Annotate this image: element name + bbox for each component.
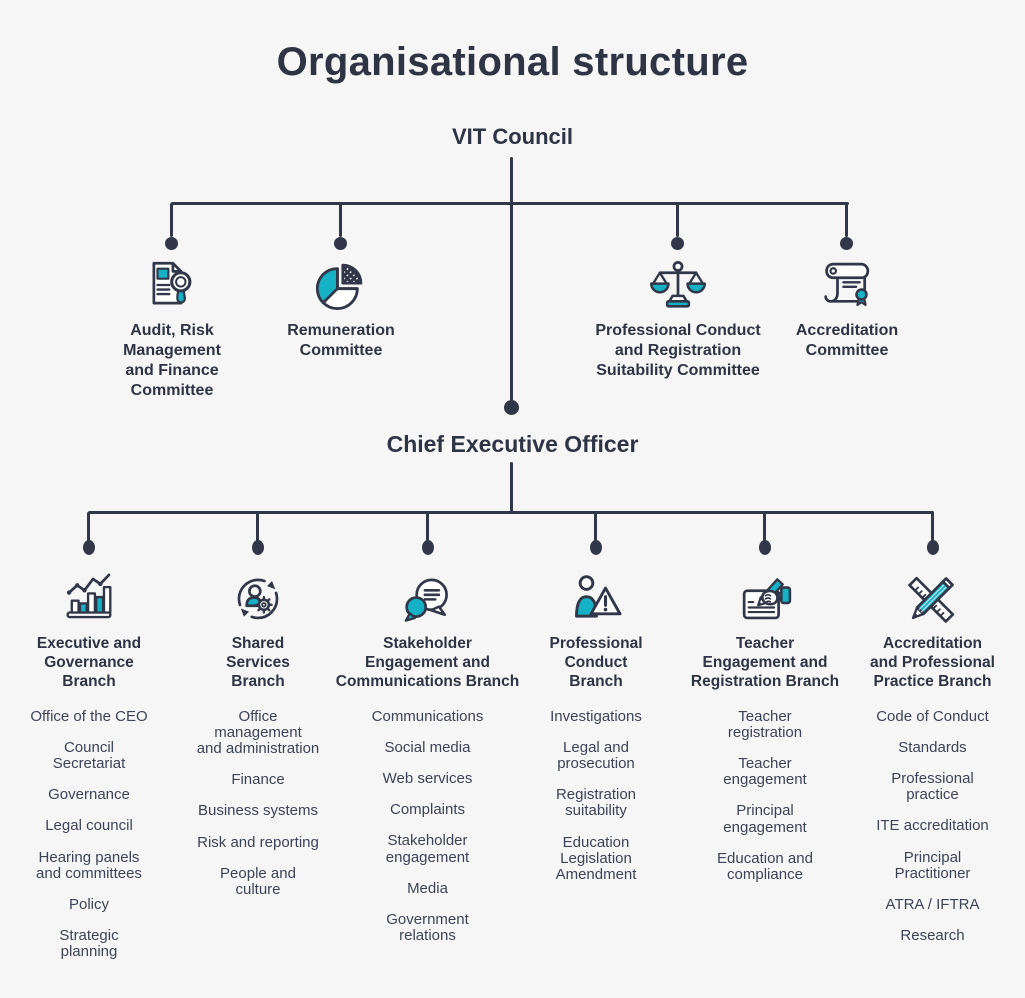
connector-dot bbox=[590, 540, 602, 555]
committee-label: Audit, Risk Management and Finance Commi… bbox=[123, 322, 221, 399]
branch-item: People and culture bbox=[220, 864, 296, 899]
connector-branch-rail bbox=[88, 511, 934, 514]
branch-item: ITE accreditation bbox=[876, 817, 989, 835]
branch-item: Policy bbox=[68, 896, 109, 914]
branch-item: Social media bbox=[384, 738, 471, 756]
branch-items: Office management and administration Fin… bbox=[178, 707, 338, 899]
connector-dot bbox=[759, 540, 771, 555]
branch-card: Executive and Governance Branch Office o… bbox=[4, 569, 174, 961]
committee-card: Professional Conduct and Registration Su… bbox=[578, 256, 778, 381]
branch-item: Finance bbox=[231, 771, 285, 789]
branch-item: Code of Conduct bbox=[876, 707, 989, 725]
branch-item: Education and compliance bbox=[717, 849, 813, 884]
branch-item: Hearing panels and committees bbox=[36, 848, 142, 882]
connector-vit-stem bbox=[510, 157, 513, 203]
connector-drop bbox=[594, 512, 597, 542]
branch-item: Web services bbox=[382, 770, 473, 788]
branch-item: Risk and reporting bbox=[197, 833, 319, 851]
connector-dot bbox=[165, 237, 178, 250]
branch-item: Governance bbox=[48, 786, 130, 804]
branch-items: Communications Social media Web services… bbox=[330, 707, 525, 945]
connector-dot bbox=[840, 237, 853, 250]
branch-item: Research bbox=[900, 927, 965, 945]
branch-title: Stakeholder Engagement and Communication… bbox=[335, 635, 520, 690]
committee-label: Remuneration Committee bbox=[287, 322, 395, 359]
connector-ceo-dot bbox=[504, 400, 519, 415]
branch-item: Communications bbox=[371, 707, 484, 725]
connector-drop bbox=[845, 203, 848, 237]
connector-dot bbox=[252, 540, 264, 555]
connector-drop bbox=[676, 203, 679, 237]
branch-item: Stakeholder engagement bbox=[385, 832, 470, 866]
branch-items: Teacher registration Teacher engagement … bbox=[670, 707, 860, 884]
branch-item: Legal and prosecution bbox=[557, 738, 635, 773]
branch-item: Standards bbox=[898, 738, 967, 756]
branch-item: Teacher registration bbox=[727, 707, 803, 741]
branch-item: Registration suitability bbox=[555, 786, 637, 820]
branch-item: Education Legislation Amendment bbox=[555, 833, 637, 884]
connector-drop bbox=[426, 512, 429, 542]
page-title: Organisational structure bbox=[276, 40, 749, 84]
ceo-node: Chief Executive Officer bbox=[386, 431, 639, 457]
branch-card: Accreditation and Professional Practice … bbox=[845, 569, 1020, 944]
connector-ceo-stem bbox=[510, 202, 513, 401]
branch-item: Office management and administration bbox=[196, 707, 320, 758]
branch-card: Stakeholder Engagement and Communication… bbox=[330, 569, 525, 944]
branch-title: Teacher Engagement and Registration Bran… bbox=[690, 635, 840, 690]
branch-item: Office of the CEO bbox=[30, 707, 148, 725]
connector-dot bbox=[422, 540, 434, 555]
pencil-ruler-icon bbox=[907, 576, 954, 623]
connector-dot bbox=[83, 540, 95, 555]
committee-card: Audit, Risk Management and Finance Commi… bbox=[97, 256, 247, 401]
branch-item: Teacher engagement bbox=[723, 755, 807, 789]
branch-card: Professional Conduct Branch Investigatio… bbox=[521, 569, 671, 883]
branch-item: Business systems bbox=[197, 802, 319, 820]
connector-dot bbox=[671, 237, 684, 250]
connector-drop bbox=[87, 512, 90, 542]
branch-items: Investigations Legal and prosecution Reg… bbox=[521, 707, 671, 884]
connector-drop bbox=[763, 512, 766, 542]
connector-dot bbox=[334, 237, 347, 250]
connector-ceo-lower-stem bbox=[510, 462, 513, 514]
scales-icon bbox=[649, 260, 707, 308]
connector-drop bbox=[931, 512, 934, 542]
connector-drop bbox=[170, 203, 173, 237]
chat-bubbles-icon bbox=[404, 578, 448, 622]
bar-chart-trend-icon bbox=[66, 573, 112, 619]
branch-title: Executive and Governance Branch bbox=[36, 635, 142, 690]
branch-item: ATRA / IFTRA bbox=[885, 896, 980, 914]
branch-item: Legal council bbox=[45, 817, 133, 835]
branch-title: Professional Conduct Branch bbox=[549, 635, 643, 690]
writing-hand-icon bbox=[742, 578, 792, 620]
branch-item: Strategic planning bbox=[59, 927, 119, 961]
branch-item: Council Secretariat bbox=[52, 738, 126, 773]
connector-drop bbox=[256, 512, 259, 542]
branch-title: Shared Services Branch bbox=[226, 635, 290, 690]
cycle-person-gear-icon bbox=[237, 578, 279, 620]
vit-council-node: VIT Council bbox=[452, 124, 573, 149]
branch-card: Shared Services Branch Office management… bbox=[178, 569, 338, 898]
branch-items: Code of Conduct Standards Professional p… bbox=[845, 707, 1020, 945]
connector-dot bbox=[927, 540, 939, 555]
branch-items: Office of the CEO Council Secretariat Go… bbox=[4, 707, 174, 961]
connector-drop bbox=[339, 203, 342, 237]
committee-label: Professional Conduct and Registration Su… bbox=[595, 322, 761, 379]
branch-item: Media bbox=[407, 879, 448, 897]
committee-card: Accreditation Committee bbox=[772, 256, 922, 361]
branch-item: Government relations bbox=[386, 911, 469, 945]
pie-chart-icon bbox=[316, 263, 363, 310]
audit-document-magnifier-icon bbox=[152, 261, 192, 305]
scroll-certificate-icon bbox=[824, 262, 870, 307]
branch-item: Investigations bbox=[550, 707, 642, 725]
branch-item: Professional practice bbox=[891, 770, 974, 804]
branch-title: Accreditation and Professional Practice … bbox=[870, 635, 995, 690]
person-alert-icon bbox=[575, 575, 622, 618]
branch-item: Principal engagement bbox=[723, 802, 807, 836]
committee-label: Accreditation Committee bbox=[795, 322, 899, 359]
branch-item: Complaints bbox=[389, 801, 466, 819]
branch-card: Teacher Engagement and Registration Bran… bbox=[670, 569, 860, 883]
branch-item: Principal Practitioner bbox=[894, 848, 971, 882]
committee-card: Remuneration Committee bbox=[261, 256, 421, 361]
